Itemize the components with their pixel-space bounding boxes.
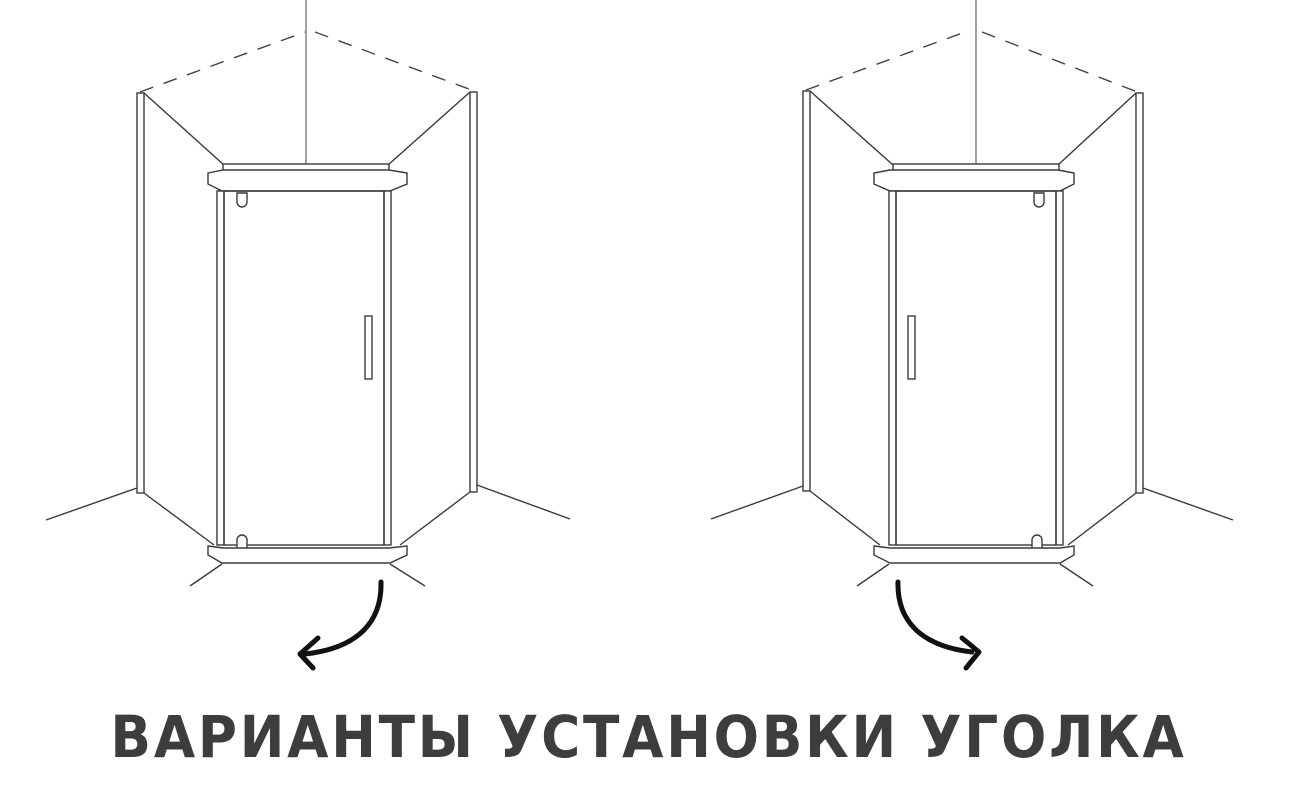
door-swing-arrow-right bbox=[895, 579, 975, 655]
diagram-title: ВАРИАНТЫ УСТАНОВКИ УГОЛКА bbox=[110, 703, 1187, 771]
door-swing-arrow-left bbox=[302, 579, 384, 657]
